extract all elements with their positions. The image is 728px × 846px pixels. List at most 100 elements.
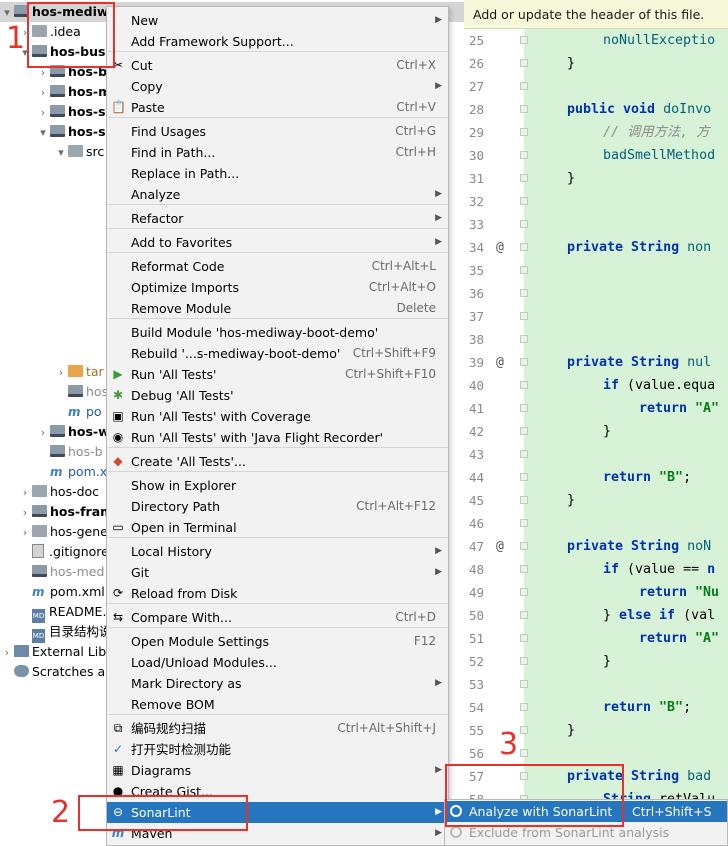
menu-item-reload-from-disk[interactable]: ⟳Reload from Disk bbox=[107, 583, 448, 604]
fold-marker[interactable] bbox=[520, 634, 528, 642]
code-line[interactable]: private String bad bbox=[567, 765, 711, 788]
chevron-right-icon[interactable]: › bbox=[22, 526, 28, 539]
tree-item[interactable]: ›External Libr bbox=[0, 642, 112, 662]
code-line[interactable]: return "B"; bbox=[603, 466, 691, 489]
code-line[interactable]: return "Nu bbox=[639, 581, 719, 604]
code-line[interactable]: if (value == n bbox=[603, 558, 715, 581]
menu-item-debug-all-tests[interactable]: ✱Debug 'All Tests' bbox=[107, 385, 448, 406]
tree-item[interactable]: ›tar bbox=[54, 362, 104, 382]
menu-item-mark-directory-as[interactable]: Mark Directory as▶ bbox=[107, 673, 448, 694]
chevron-right-icon[interactable]: › bbox=[4, 646, 10, 659]
fold-marker[interactable] bbox=[520, 335, 528, 343]
fold-marker[interactable] bbox=[520, 289, 528, 297]
fold-marker[interactable] bbox=[520, 381, 528, 389]
menu-item-copy[interactable]: Copy▶ bbox=[107, 76, 448, 97]
code-line[interactable]: } bbox=[603, 650, 611, 673]
code-line[interactable]: } bbox=[567, 489, 575, 512]
fold-marker[interactable] bbox=[520, 542, 528, 550]
code-area[interactable] bbox=[524, 29, 728, 846]
override-marker-icon[interactable]: @ bbox=[496, 539, 504, 554]
code-line[interactable]: } bbox=[567, 167, 575, 190]
code-line[interactable]: } bbox=[567, 52, 575, 75]
fold-marker[interactable] bbox=[520, 174, 528, 182]
tree-item[interactable]: Scratches ar bbox=[0, 662, 110, 682]
menu-item-run-all-tests-with-coverage[interactable]: ▣Run 'All Tests' with Coverage bbox=[107, 406, 448, 427]
code-line[interactable]: private String noN bbox=[567, 535, 711, 558]
tree-item[interactable]: ›hos-gene bbox=[18, 522, 108, 542]
fold-marker[interactable] bbox=[520, 59, 528, 67]
chevron-right-icon[interactable]: › bbox=[22, 506, 28, 519]
menu-item-add-framework-support[interactable]: Add Framework Support... bbox=[107, 31, 448, 52]
code-line[interactable]: badSmellMethod bbox=[603, 144, 715, 167]
fold-marker[interactable] bbox=[520, 220, 528, 228]
chevron-right-icon[interactable]: › bbox=[58, 366, 64, 379]
fold-marker[interactable] bbox=[520, 473, 528, 481]
fold-marker[interactable] bbox=[520, 36, 528, 44]
chevron-right-icon[interactable]: › bbox=[40, 86, 46, 99]
menu-item-git[interactable]: Git▶ bbox=[107, 562, 448, 583]
fold-marker[interactable] bbox=[520, 519, 528, 527]
code-line[interactable]: } else if (val bbox=[603, 604, 715, 627]
chevron-right-icon[interactable]: › bbox=[40, 66, 46, 79]
menu-item-replace-in-path[interactable]: Replace in Path... bbox=[107, 163, 448, 184]
tree-item[interactable]: ▾hos-s bbox=[36, 122, 105, 142]
tree-item[interactable]: ›hos-s bbox=[36, 102, 106, 122]
code-line[interactable]: return "A" bbox=[639, 397, 719, 420]
chevron-down-icon[interactable]: ▾ bbox=[22, 46, 28, 59]
menu-item-analyze[interactable]: Analyze▶ bbox=[107, 184, 448, 205]
fold-marker[interactable] bbox=[520, 749, 528, 757]
chevron-right-icon[interactable]: › bbox=[22, 486, 28, 499]
chevron-right-icon[interactable]: › bbox=[40, 106, 46, 119]
tree-item[interactable]: ›hos-w bbox=[36, 422, 110, 442]
menu-item-new[interactable]: New▶ bbox=[107, 10, 448, 31]
fold-marker[interactable] bbox=[520, 151, 528, 159]
fold-marker[interactable] bbox=[520, 565, 528, 573]
fold-marker[interactable] bbox=[520, 496, 528, 504]
tree-item[interactable]: ▾src bbox=[54, 142, 104, 162]
override-marker-icon[interactable]: @ bbox=[496, 355, 504, 370]
code-line[interactable]: private String non bbox=[567, 236, 711, 259]
menu-item-compare-with[interactable]: ⇆Compare With...Ctrl+D bbox=[107, 607, 448, 628]
tree-item[interactable]: ›hos-doc bbox=[18, 482, 99, 502]
menu-item-load-unload-modules[interactable]: Load/Unload Modules... bbox=[107, 652, 448, 673]
menu-item-run-all-tests-with-java-flight-recorder[interactable]: ◉Run 'All Tests' with 'Java Flight Recor… bbox=[107, 427, 448, 448]
fold-marker[interactable] bbox=[520, 312, 528, 320]
tree-item[interactable]: ▾hos-busi bbox=[18, 42, 109, 62]
fold-marker[interactable] bbox=[520, 427, 528, 435]
menu-item-build-module-hos-mediway-boot-demo[interactable]: Build Module 'hos-mediway-boot-demo' bbox=[107, 322, 448, 343]
code-line[interactable]: // 调用方法, 方 bbox=[603, 121, 710, 144]
chevron-down-icon[interactable]: ▾ bbox=[58, 146, 64, 159]
menu-item-sonarlint[interactable]: ⊖SonarLint▶ bbox=[107, 802, 448, 823]
code-line[interactable]: } bbox=[603, 420, 611, 443]
menu-item-local-history[interactable]: Local History▶ bbox=[107, 541, 448, 562]
tree-item[interactable]: hos bbox=[54, 382, 108, 402]
menu-item-remove-bom[interactable]: Remove BOM bbox=[107, 694, 448, 715]
exclude-from-sonarlint-item[interactable]: Exclude from SonarLint analysis bbox=[445, 822, 727, 843]
tree-item[interactable]: hos-med bbox=[18, 562, 104, 582]
fold-marker[interactable] bbox=[520, 450, 528, 458]
fold-marker[interactable] bbox=[520, 588, 528, 596]
fold-marker[interactable] bbox=[520, 404, 528, 412]
menu-item-diagrams[interactable]: ▦Diagrams▶ bbox=[107, 760, 448, 781]
tree-item[interactable]: ›hos-fram bbox=[18, 502, 113, 522]
fold-marker[interactable] bbox=[520, 680, 528, 688]
menu-item-add-to-favorites[interactable]: Add to Favorites▶ bbox=[107, 232, 448, 253]
chevron-down-icon[interactable]: ▾ bbox=[40, 126, 46, 139]
fold-marker[interactable] bbox=[520, 358, 528, 366]
tree-item[interactable]: ›.idea bbox=[18, 22, 81, 42]
code-line[interactable]: } bbox=[567, 719, 575, 742]
